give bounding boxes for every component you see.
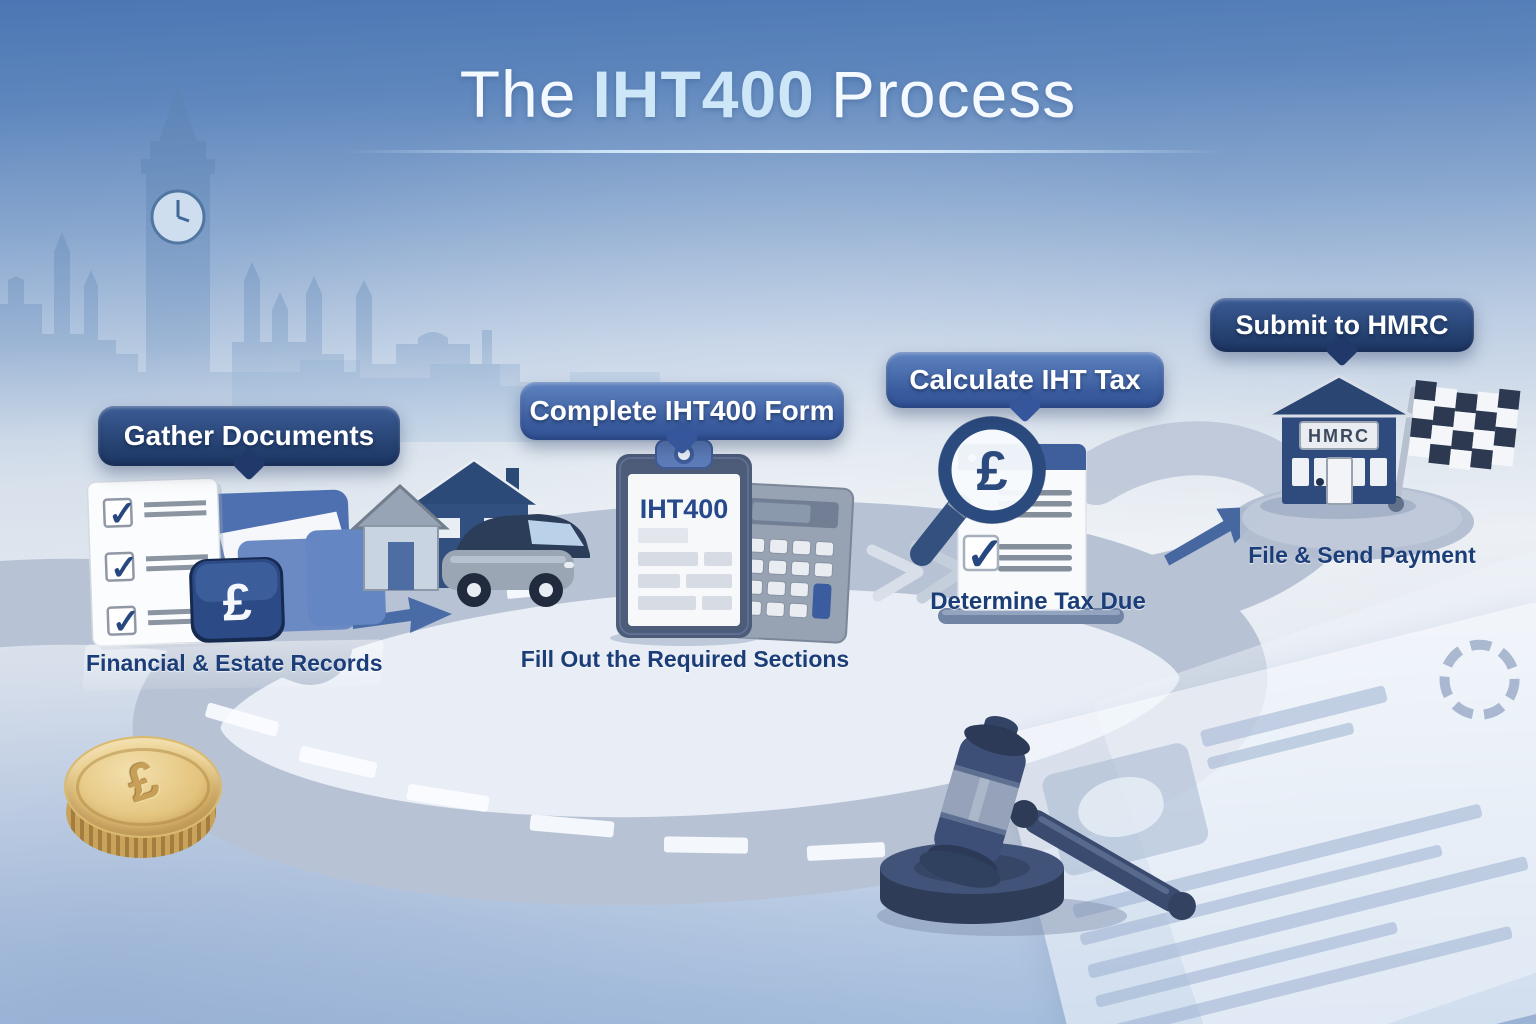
checkbox-check-icon: ✓ [109, 549, 139, 588]
coin-face: £ [64, 736, 222, 838]
pound-symbol: £ [976, 439, 1007, 502]
step2-caption: Fill Out the Required Sections [520, 646, 850, 672]
gavel-icon [877, 716, 1196, 936]
checkbox-check-icon: ✓ [107, 495, 137, 534]
car-icon [442, 514, 590, 607]
step3-caption: Determine Tax Due [930, 588, 1146, 615]
checkered-flag-icon [1388, 380, 1521, 512]
step1-assets-icons: ✓ ✓ ✓ £ [86, 458, 590, 650]
form-title-text: IHT400 [640, 494, 729, 524]
calculator-icon [727, 482, 855, 644]
step3-label-bubble: Calculate IHT Tax [886, 352, 1164, 408]
title-highlight: IHT400 [592, 57, 815, 131]
tax-document-icon: ✓ [938, 443, 1124, 624]
gavel-head [919, 716, 1030, 888]
flag-cloth [1408, 380, 1521, 471]
step4-caption: File & Send Payment [1248, 542, 1476, 568]
title-underline [345, 150, 1225, 153]
clipboard-icon: IHT400 [610, 439, 758, 646]
step2-label: Complete IHT400 Form [529, 395, 835, 426]
step4-label: Submit to HMRC [1235, 309, 1449, 340]
building-door [1326, 457, 1353, 505]
step3-calc-icons: ✓ £ [910, 416, 1124, 624]
magnifier-pound-icon: £ [910, 416, 1046, 566]
title-pre: The [459, 57, 577, 131]
stamp-rosette-icon [1431, 631, 1529, 729]
step1-label-bubble: Gather Documents [98, 406, 400, 466]
arrow-right-icon [352, 597, 452, 633]
checkbox-check-icon: ✓ [111, 603, 141, 642]
coin-inner-ring [76, 748, 210, 826]
house-small-icon [350, 483, 450, 591]
clock-hand [177, 215, 190, 223]
form-field-bars [638, 528, 732, 610]
checkbox-check-icon: ✓ [966, 528, 1005, 580]
hmrc-building-icon: HMRC [1260, 374, 1416, 519]
gold-coin-icon: £ [64, 736, 222, 860]
step1-label: Gather Documents [123, 420, 375, 451]
step2-form-icons: IHT400 [610, 439, 855, 646]
title-post: Process [830, 57, 1077, 131]
big-ben-icon [0, 86, 660, 442]
step2-label-bubble: Complete IHT400 Form [520, 382, 844, 440]
pound-badge-icon: £ [189, 556, 285, 643]
gavel-handle [1024, 810, 1196, 920]
calculator-keys [742, 537, 835, 619]
hmrc-sign-text: HMRC [1308, 426, 1370, 446]
gavel-collar [1010, 800, 1038, 828]
step1-caption: Financial & Estate Records [86, 650, 383, 676]
step4-label-bubble: Submit to HMRC [1210, 298, 1474, 352]
step4-hmrc-icons: HMRC [1240, 374, 1521, 560]
step3-label: Calculate IHT Tax [909, 364, 1141, 395]
pound-symbol: £ [222, 573, 253, 632]
